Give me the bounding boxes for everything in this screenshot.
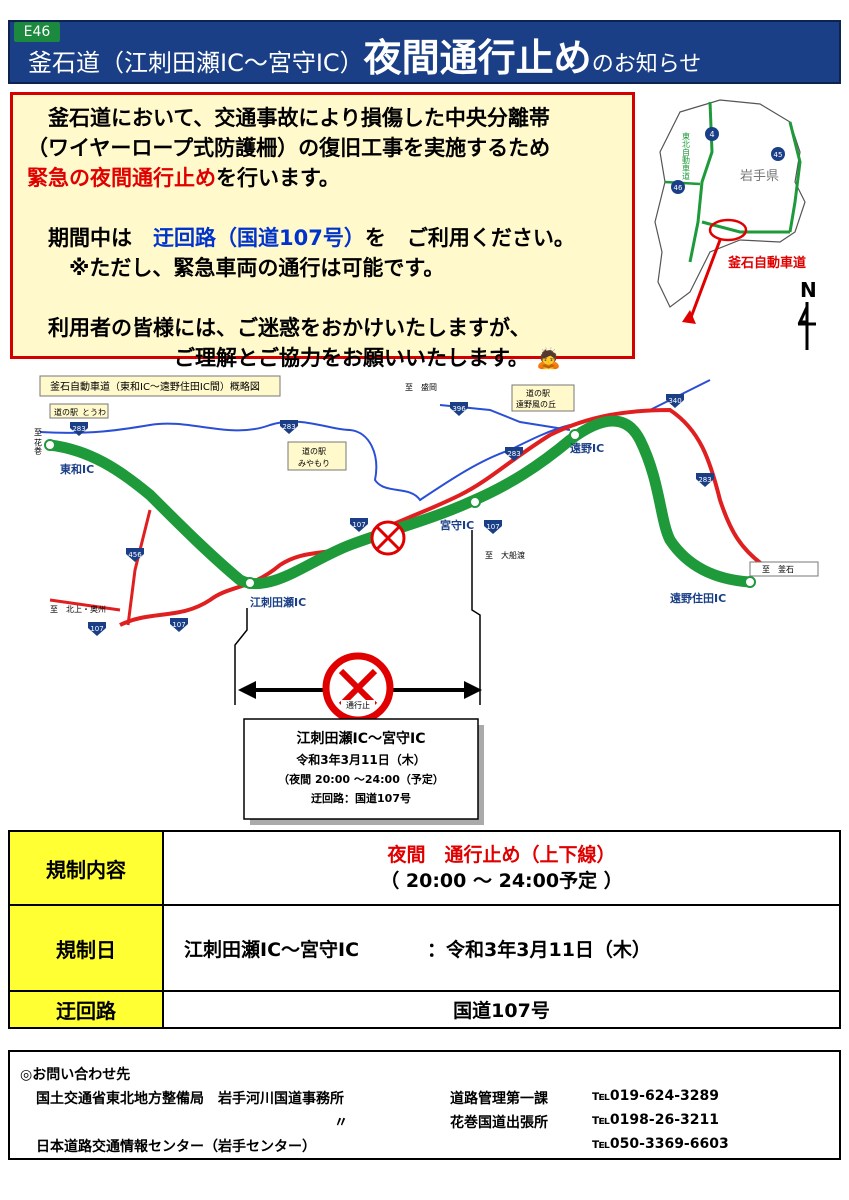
row-label: 規制日 <box>8 904 164 992</box>
route-45-label: 45 <box>774 151 783 159</box>
route-456-road <box>126 509 152 626</box>
dest-morioka: 至 盛岡 <box>405 382 437 392</box>
shield-107: 107 <box>90 625 103 633</box>
shield-283: 283 <box>507 450 520 458</box>
ic-tono: 遠野IC <box>570 441 604 455</box>
notice-line: 釜石道において、交通事故により損傷した中央分離帯 <box>27 106 550 130</box>
route-badge: E46 <box>14 22 60 42</box>
contact-dept: 花巻国道出張所 <box>450 1115 548 1131</box>
dest-hanamaki: 至 花巻 <box>34 428 43 455</box>
station-tono-1: 道の駅 <box>526 388 550 398</box>
station-towa: 道の駅とうわ <box>54 407 106 417</box>
kamaishi-route <box>701 220 790 234</box>
notice-box: 釜石道において、交通事故により損傷した中央分離帯 （ワイヤーロープ式防護柵）の復… <box>10 92 635 370</box>
contact-tel: ℡0198-26-3211 <box>592 1112 719 1128</box>
closure-sign-label: 通行止 <box>346 700 370 710</box>
ic-towa: 東和IC <box>60 462 94 476</box>
shield-283: 283 <box>72 425 85 433</box>
station-miyamori-2: みやもり <box>298 459 330 468</box>
title-suffix: のお知らせ <box>591 52 702 77</box>
table-row: 規制日 江刺田瀬IC～宮守IC：令和3年3月11日（木） <box>8 904 841 992</box>
shield-107: 107 <box>172 621 185 629</box>
dest-ofunato: 至 大船渡 <box>485 550 525 560</box>
contact-org: 日本道路交通情報センター（岩手センター） <box>36 1139 316 1155</box>
shield-396: 396 <box>452 405 466 413</box>
ic-miyamori: 宮守IC <box>440 518 474 532</box>
inset-map: 東北自動車道 4 45 46 岩手県 釜石自動車道 N <box>654 99 817 350</box>
kamaishi-expressway <box>44 415 756 590</box>
highlight-ellipse <box>708 218 748 242</box>
shield-283: 283 <box>282 423 295 431</box>
expressway-label: 東北自動車道 <box>682 131 691 181</box>
shield-283: 283 <box>698 476 711 484</box>
detour-emphasis: 迂回路（国道107号） <box>153 226 365 250</box>
section-bracket <box>234 530 481 705</box>
notice-spacer <box>27 193 618 223</box>
contact-ditto: 〃 <box>334 1115 348 1131</box>
row-value: 江刺田瀬IC～宮守IC：令和3年3月11日（木） <box>162 904 841 992</box>
shield-340: 340 <box>668 397 681 405</box>
route-283-road <box>39 420 571 502</box>
regulation-table: 規制内容 夜間 通行止め（上下線） （ 20:00 ～ 24:00予定 ） 規制… <box>8 830 841 1029</box>
shield-107: 107 <box>352 521 365 529</box>
row-label: 規制内容 <box>8 830 164 906</box>
route-4-label: 4 <box>709 130 714 139</box>
prefecture-outline <box>654 99 806 308</box>
info-time: （夜間 20:00 ～24:00（予定） <box>278 772 444 786</box>
notice-line: ご理解とご協力をお願いいたします。 🙇 <box>27 346 562 370</box>
contact-org: 国土交通省東北地方整備局 岩手河川国道事務所 <box>36 1091 344 1107</box>
info-detour: 迂回路：国道107号 <box>311 791 411 805</box>
row-label: 迂回路 <box>8 990 164 1029</box>
route-45-shield <box>771 147 785 161</box>
info-date: 令和3年3月11日（木） <box>295 752 425 767</box>
page-title: 釜石道（江刺田瀬IC～宮守IC）夜間通行止めのお知らせ <box>28 38 701 85</box>
contact-dept: 道路管理第一課 <box>450 1091 548 1107</box>
highlight-arrow-head <box>682 310 696 324</box>
notice-line: 利用者の皆様には、ご迷惑をおかけいたしますが、 <box>27 316 531 340</box>
contact-tel: ℡019-624-3289 <box>592 1088 719 1104</box>
highlight-label: 釜石自動車道 <box>727 255 806 271</box>
station-miyamori-1: 道の駅 <box>302 446 326 456</box>
route-107-west <box>49 598 121 612</box>
notice-line: （ワイヤーロープ式防護柵）の復旧工事を実施するため <box>27 136 551 160</box>
coastal-route <box>788 121 802 233</box>
ic-tono-sumita: 遠野住田IC <box>670 591 726 605</box>
station-tono-2: 遠野風の丘 <box>516 399 556 409</box>
title-main: 夜間通行止め <box>363 36 592 80</box>
north-arrow-icon <box>797 302 816 350</box>
dest-kitakami: 至 北上・奥州 <box>50 604 106 614</box>
shield-107: 107 <box>486 523 499 531</box>
notice-line: 緊急の夜間通行止めを行います。 <box>27 166 340 190</box>
route-4-shield <box>705 127 719 141</box>
highlight-arrow <box>688 239 722 321</box>
notice-line: ※ただし、緊急車両の通行は可能です。 <box>27 256 445 280</box>
north-label: N <box>800 278 817 302</box>
bowing-person-icon: 🙇 <box>536 346 562 370</box>
notice-emphasis: 緊急の夜間通行止め <box>27 166 216 190</box>
contact-tel: ℡050-3369-6603 <box>592 1136 729 1152</box>
dest-kamaishi: 至 釜石 <box>762 564 794 574</box>
title-prefix: 釜石道（江刺田瀬IC～宮守IC） <box>28 49 364 77</box>
notice-spacer <box>27 283 618 313</box>
shield-456: 456 <box>128 551 142 559</box>
table-row: 迂回路 国道107号 <box>8 990 841 1029</box>
contact-heading: ◎お問い合わせ先 <box>20 1067 131 1083</box>
title-banner <box>8 20 841 84</box>
schematic-map: 釜石自動車道（東和IC～遠野住田IC間）概略図 東和IC 江刺田瀬IC 宮守IC… <box>34 375 819 825</box>
row-value: 夜間 通行止め（上下線） （ 20:00 ～ 24:00予定 ） <box>162 830 841 906</box>
row-value: 国道107号 <box>162 990 841 1029</box>
notice-line: 期間中は 迂回路（国道107号）を ご利用ください。 <box>27 226 575 250</box>
route-46-label: 46 <box>674 184 683 192</box>
map-legend: 釜石自動車道（東和IC～遠野住田IC間）概略図 <box>50 380 260 393</box>
ic-esashi-tase: 江刺田瀬IC <box>250 595 306 609</box>
route-107-detour <box>119 407 772 627</box>
prefecture-label: 岩手県 <box>740 169 779 184</box>
info-section: 江刺田瀬IC～宮守IC <box>297 730 426 747</box>
contact-box: ◎お問い合わせ先 国土交通省東北地方整備局 岩手河川国道事務所 道路管理第一課 … <box>8 1050 841 1160</box>
route-340-road <box>649 379 711 411</box>
table-row: 規制内容 夜間 通行止め（上下線） （ 20:00 ～ 24:00予定 ） <box>8 830 841 906</box>
route-46-shield <box>671 180 685 194</box>
